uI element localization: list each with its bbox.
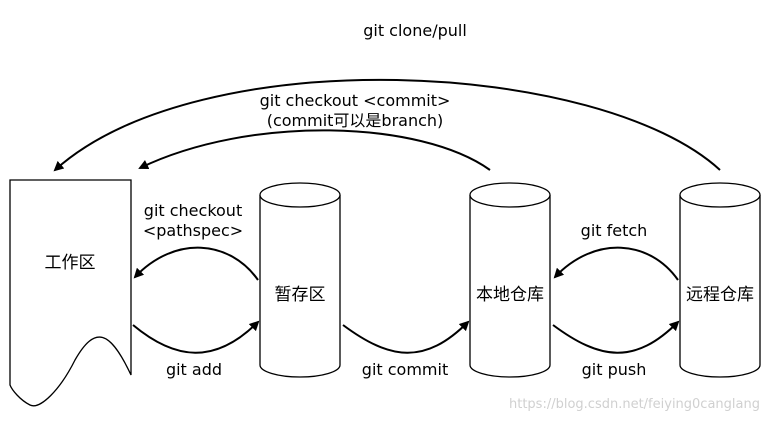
watermark: https://blog.csdn.net/feiying0canglang (509, 397, 760, 412)
staging-cylinder-top (259, 182, 341, 208)
checkout-commit-label: git checkout <commit> (260, 91, 451, 110)
remote-repo-cylinder-top (679, 182, 761, 208)
local-repo-label: 本地仓库 (476, 285, 544, 305)
git-fetch-label: git fetch (581, 221, 648, 240)
git-add-label: git add (166, 360, 222, 379)
git-commit-label: git commit (362, 360, 448, 379)
clone-pull-arrow (53, 78, 721, 172)
remote-repo-label: 远程仓库 (686, 285, 754, 305)
checkout-pathspec-label: git checkout (144, 201, 242, 220)
staging-cylinder-body (259, 195, 341, 378)
clone-pull-label: git clone/pull (363, 21, 467, 40)
remote-repo-cylinder-body (679, 195, 761, 378)
checkout-pathspec-arg: <pathspec> (143, 221, 243, 240)
git-fetch-arrow (553, 246, 679, 281)
checkout-commit-note: (commit可以是branch) (267, 111, 444, 130)
local-repo-cylinder-body (469, 195, 551, 378)
remote-repo-node: 远程仓库 (679, 182, 761, 378)
workspace-node: 工作区 (9, 179, 132, 407)
git-push-label: git push (582, 360, 647, 379)
workspace-label: 工作区 (45, 253, 96, 273)
git-add-arrow (132, 320, 260, 354)
checkout-commit-arrow (138, 129, 491, 171)
local-repo-node: 本地仓库 (469, 182, 551, 378)
workspace-document-shape (9, 179, 132, 407)
staging-label: 暂存区 (275, 285, 326, 305)
git-commit-arrow (342, 320, 470, 354)
local-repo-cylinder-top (469, 182, 551, 208)
git-push-arrow (552, 320, 680, 354)
staging-node: 暂存区 (259, 182, 341, 378)
checkout-pathspec-arrow (133, 246, 259, 281)
